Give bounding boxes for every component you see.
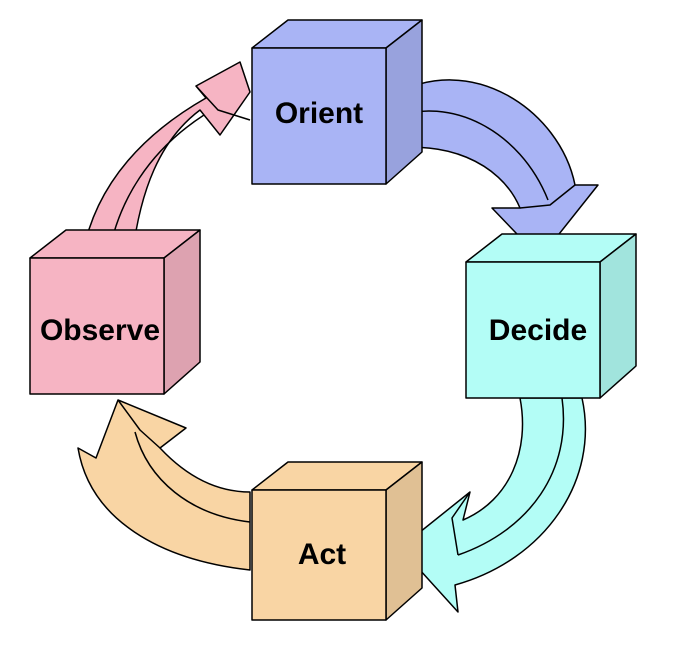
arrow-decide-to-act: [399, 397, 587, 613]
label-orient: Orient: [275, 97, 363, 130]
label-act: Act: [298, 538, 346, 571]
arrow-observe-to-orient: [81, 61, 251, 259]
box-act: Act: [251, 461, 423, 621]
box-decide: Decide: [465, 233, 637, 399]
arrow-orient-to-decide: [391, 79, 599, 259]
box-observe: Observe: [29, 229, 201, 395]
arrow-act-to-observe: [77, 399, 251, 571]
label-decide: Decide: [489, 314, 587, 347]
box-orient: Orient: [251, 19, 423, 185]
label-observe: Observe: [40, 314, 160, 347]
